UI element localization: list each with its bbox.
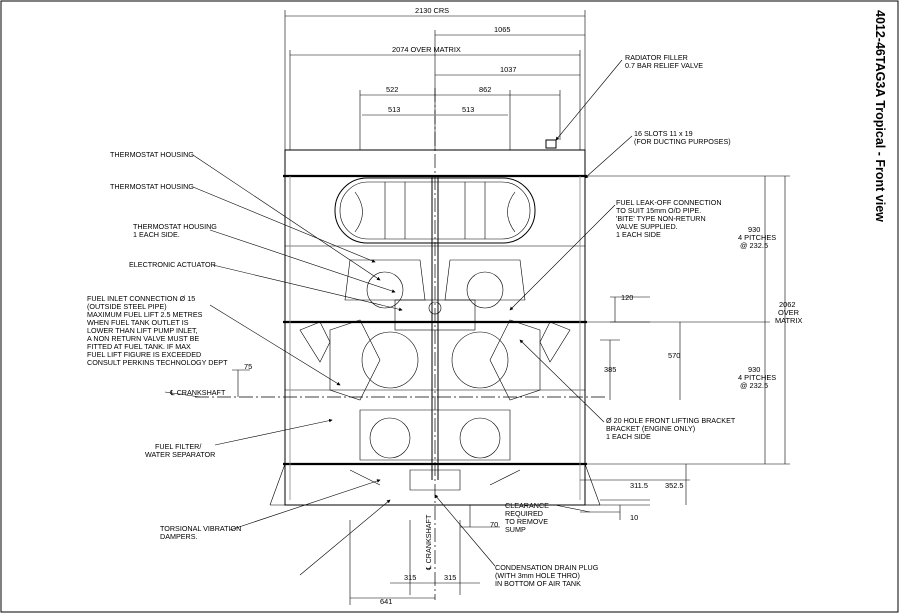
- dim-10: 10: [630, 513, 638, 522]
- dim-385: 385: [604, 365, 616, 374]
- dim-522: 522: [386, 85, 398, 94]
- fuel-inlet-line-5: LOWER THAN LIFT PUMP INLET,: [87, 326, 198, 335]
- dim-over-matrix: 2074 OVER MATRIX: [392, 45, 461, 54]
- fuel-inlet-line-1: FUEL INLET CONNECTION Ø 15: [87, 294, 195, 303]
- label-thermostat-housing-1: THERMOSTAT HOUSING: [110, 150, 194, 159]
- drawing-title: 4012-46TAG3A Tropical - Front view: [873, 10, 887, 222]
- pitch-top-1: 930: [748, 225, 760, 234]
- label-thermostat-housing-3b: 1 EACH SIDE.: [133, 230, 180, 239]
- top-dimension-chains: [284, 10, 586, 150]
- dim-862: 862: [479, 85, 491, 94]
- fuel-inlet-line-8: FUEL LIFT FIGURE IS EXCEEDED: [87, 350, 201, 359]
- fuel-inlet-line-4: WHEN FUEL TANK OUTLET IS: [87, 318, 189, 327]
- dim-1065: 1065: [494, 25, 510, 34]
- overall-height-1: 2062: [779, 300, 795, 309]
- fuel-leak-off-line-3: 'BITE' TYPE NON-RETURN: [616, 214, 706, 223]
- pitch-top-3: @ 232.5: [740, 241, 768, 250]
- dim-315-left: 315: [404, 573, 416, 582]
- label-condensation-3: IN BOTTOM OF AIR TANK: [495, 579, 581, 588]
- label-radiator-filler-1: RADIATOR FILLER: [625, 53, 688, 62]
- dim-513-left: 513: [388, 105, 400, 114]
- dim-75: 75: [244, 362, 252, 371]
- label-fuel-filter-2: WATER SEPARATOR: [145, 450, 215, 459]
- label-lifting-bracket-3: 1 EACH SIDE: [606, 432, 651, 441]
- label-lifting-bracket-1: Ø 20 HOLE FRONT LIFTING BRACKET: [606, 416, 736, 425]
- label-slots-2: (FOR DUCTING PURPOSES): [634, 137, 731, 146]
- label-torsional-1: TORSIONAL VIBRATION: [160, 524, 241, 533]
- dim-70: 70: [490, 520, 498, 529]
- fuel-leak-off-line-4: VALVE SUPPLIED.: [616, 222, 678, 231]
- label-lifting-bracket-2: BRACKET (ENGINE ONLY): [606, 424, 695, 433]
- label-torsional-2: DAMPERS.: [160, 532, 198, 541]
- dim-311: 311.5: [630, 481, 648, 490]
- fuel-inlet-line-2: (OUTSIDE STEEL PIPE): [87, 302, 167, 311]
- label-slots-1: 16 SLOTS 11 x 19: [634, 129, 693, 138]
- label-crankshaft-vertical: ℄ CRANKSHAFT: [424, 514, 433, 571]
- overall-height-2: OVER: [778, 308, 799, 317]
- label-clearance-4: SUMP: [505, 525, 526, 534]
- overall-height-3: MATRIX: [775, 316, 802, 325]
- pitch-bottom-3: @ 232.5: [740, 381, 768, 390]
- label-condensation-2: (WITH 3mm HOLE THRO): [495, 571, 580, 580]
- right-dimension-chains: [580, 175, 790, 520]
- fuel-inlet-line-6: A NON RETURN VALVE MUST BE: [87, 334, 199, 343]
- dim-120: 120: [621, 293, 633, 302]
- label-clearance-3: TO REMOVE: [505, 517, 548, 526]
- pitch-bottom-1: 930: [748, 365, 760, 374]
- dim-1037: 1037: [500, 65, 516, 74]
- dim-570: 570: [668, 351, 680, 360]
- label-fuel-leak-off: FUEL LEAK-OFF CONNECTION TO SUIT 15mm O/…: [616, 198, 722, 239]
- dim-352: 352.5: [665, 481, 684, 490]
- fuel-leak-off-line-5: 1 EACH SIDE: [616, 230, 661, 239]
- label-thermostat-housing-3a: THERMOSTAT HOUSING: [133, 222, 217, 231]
- label-fuel-inlet: FUEL INLET CONNECTION Ø 15 (OUTSIDE STEE…: [87, 294, 228, 367]
- label-electronic-actuator: ELECTRONIC ACTUATOR: [129, 260, 216, 269]
- label-crankshaft-horizontal: ℄ CRANKSHAFT: [169, 388, 226, 397]
- pitch-top-2: 4 PITCHES: [738, 233, 776, 242]
- fuel-inlet-line-9: CONSULT PERKINS TECHNOLOGY DEPT: [87, 358, 228, 367]
- fuel-leak-off-line-2: TO SUIT 15mm O/D PIPE.: [616, 206, 701, 215]
- label-fuel-filter-1: FUEL FILTER/: [155, 442, 201, 451]
- label-thermostat-housing-2: THERMOSTAT HOUSING: [110, 182, 194, 191]
- dim-641: 641: [380, 597, 392, 606]
- fuel-leak-off-line-1: FUEL LEAK-OFF CONNECTION: [616, 198, 722, 207]
- label-radiator-filler-2: 0.7 BAR RELIEF VALVE: [625, 61, 703, 70]
- dim-315-right: 315: [444, 573, 456, 582]
- fuel-inlet-line-3: MAXIMUM FUEL LIFT 2.5 METRES: [87, 310, 203, 319]
- pitch-bottom-2: 4 PITCHES: [738, 373, 776, 382]
- label-clearance-2: REQUIRED: [505, 509, 543, 518]
- left-bottom-dimensions: [232, 369, 500, 605]
- fuel-inlet-line-7: FITTED AT FUEL TANK. IF MAX: [87, 342, 191, 351]
- dim-513-right: 513: [462, 105, 474, 114]
- label-clearance-1: CLEARANCE: [505, 501, 549, 510]
- leader-lines: [164, 59, 633, 576]
- dim-2130-crs: 2130 CRS: [415, 6, 449, 15]
- label-condensation-1: CONDENSATION DRAIN PLUG: [495, 563, 599, 572]
